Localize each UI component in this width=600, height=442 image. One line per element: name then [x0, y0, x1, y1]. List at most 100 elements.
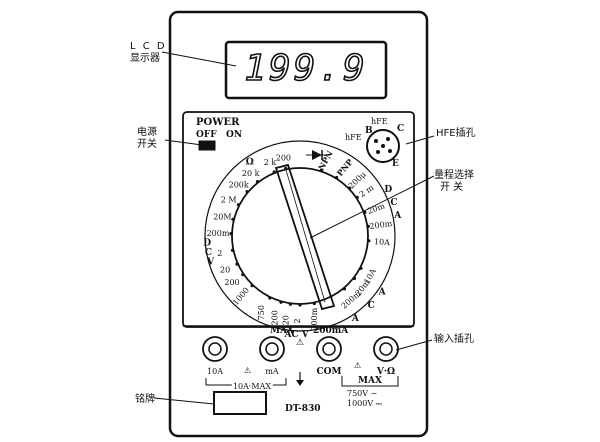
dial-outer-ring [204, 140, 396, 332]
hfe-socket[interactable] [366, 129, 400, 163]
range-detent [342, 287, 346, 291]
acv-range-label: 200 [270, 310, 279, 325]
acv-range-label: 200m [310, 307, 319, 330]
range-detent [312, 301, 316, 306]
jack-ma[interactable] [259, 336, 285, 362]
range-callout-line1: 量程选择 [434, 168, 474, 181]
jack-com[interactable] [316, 336, 342, 362]
ohm-range-label: 2 k [264, 158, 277, 167]
range-detent [231, 217, 235, 221]
range-detent [355, 195, 359, 199]
range-detent [319, 168, 323, 172]
warning-icon: ⚠ [296, 338, 304, 348]
range-detent [272, 170, 276, 174]
jack-label-v-ohm: V·Ω [376, 367, 395, 377]
range-detent [279, 300, 283, 304]
hfe-label-top: hFE [371, 117, 388, 126]
meter-body [168, 10, 429, 438]
dca-letter: D [384, 185, 392, 195]
bracket-max: MAX [358, 376, 382, 386]
ohm-range-label: 2 M [221, 196, 237, 205]
range-selector-knob[interactable] [231, 167, 369, 305]
range-detent [268, 296, 272, 300]
hfe-pin-c: C [397, 124, 404, 134]
acv-label: AC V [283, 330, 309, 340]
nameplate [213, 391, 267, 415]
range-detent [298, 303, 302, 307]
range-detent [230, 248, 235, 252]
range-detent [359, 266, 363, 270]
ohm-range-label: 20 k [242, 169, 260, 178]
power-callout-line1: 电源 [137, 125, 157, 138]
lcd-display [224, 40, 388, 100]
range-detent [352, 276, 356, 281]
warning-icon-10a: ⚠ [244, 366, 251, 375]
dcv-range-label: 2 [217, 249, 222, 258]
range-detent [245, 190, 249, 194]
ohm-symbol: Ω [246, 157, 254, 167]
dca-range-label: 200m [369, 219, 393, 231]
range-detent [367, 239, 371, 243]
acv-range-label: 2 [293, 318, 302, 323]
aca-letter: A [378, 287, 387, 297]
aca-letter: A [351, 314, 360, 324]
power-switch[interactable] [198, 140, 216, 151]
limit-1000v: 1000V ⎓ [347, 399, 383, 408]
bracket-10a-max: 10A·MAX [233, 382, 271, 391]
jack-label-10a: 10A [207, 367, 223, 376]
aca-letter: C [368, 301, 375, 311]
ohm-range-label: 200 [276, 154, 291, 163]
lcd-callout-line1: L C D [130, 41, 167, 52]
jack-max-right: 200mA [313, 326, 349, 336]
dca-range-label: 2 m [358, 183, 376, 199]
dcv-range-label: 20 [220, 265, 230, 274]
dca-letter: A [393, 211, 402, 221]
power-callout-line2: 开关 [137, 137, 157, 150]
lcd-reading: 199.9 [244, 48, 367, 89]
acv-range-label: 20 [282, 315, 291, 325]
ohm-range-label: 20M [213, 213, 231, 222]
input-callout: 输入插孔 [434, 332, 474, 345]
range-detent [229, 232, 233, 236]
dca-letter: C [390, 198, 397, 208]
ohm-range-label: 200k [229, 181, 249, 190]
dcv-letter: D [203, 239, 211, 249]
hfe-callout: HFE插孔 [436, 126, 476, 139]
dcv-range-label: 1000 [231, 286, 251, 307]
jack-10a[interactable] [202, 336, 228, 362]
dcv-range-label: 200 [224, 278, 239, 287]
pnp-label: PNP [335, 157, 355, 178]
jack-max-left: MAX [270, 326, 294, 336]
nameplate-callout: 铭牌 [135, 392, 155, 405]
range-callout-line2: 开 关 [440, 180, 463, 193]
range-detent [235, 262, 239, 266]
range-detent [366, 224, 370, 228]
power-off-label: OFF [196, 130, 217, 140]
limit-750v: 750V ~ [347, 389, 377, 398]
jack-v-ohm[interactable] [373, 336, 399, 362]
range-detent [335, 175, 339, 180]
diode-icon [306, 150, 330, 160]
model-number: DT-830 [285, 404, 321, 414]
knob-pointer [274, 163, 336, 311]
range-detent [241, 273, 245, 277]
warning-icon-com: ⚠ [354, 361, 361, 370]
range-detent [255, 180, 260, 184]
dcv-letter: V [206, 258, 215, 268]
power-on-label: ON [226, 130, 242, 140]
range-detent [288, 302, 292, 306]
hfe-label-left: hFE [345, 133, 362, 142]
dial-panel [182, 111, 415, 328]
hfe-pin-b: B [365, 126, 373, 136]
jack-label-ma: mA [265, 367, 279, 376]
dcv-range-label: 200m [207, 229, 230, 238]
range-detent [363, 210, 367, 214]
dca-range-label: 10A [374, 237, 391, 247]
lcd-callout-line2: 显示器 [130, 52, 160, 64]
range-detent [348, 186, 352, 190]
npn-label: NPN [316, 149, 335, 172]
range-detent [250, 284, 254, 288]
range-detent [284, 166, 288, 171]
